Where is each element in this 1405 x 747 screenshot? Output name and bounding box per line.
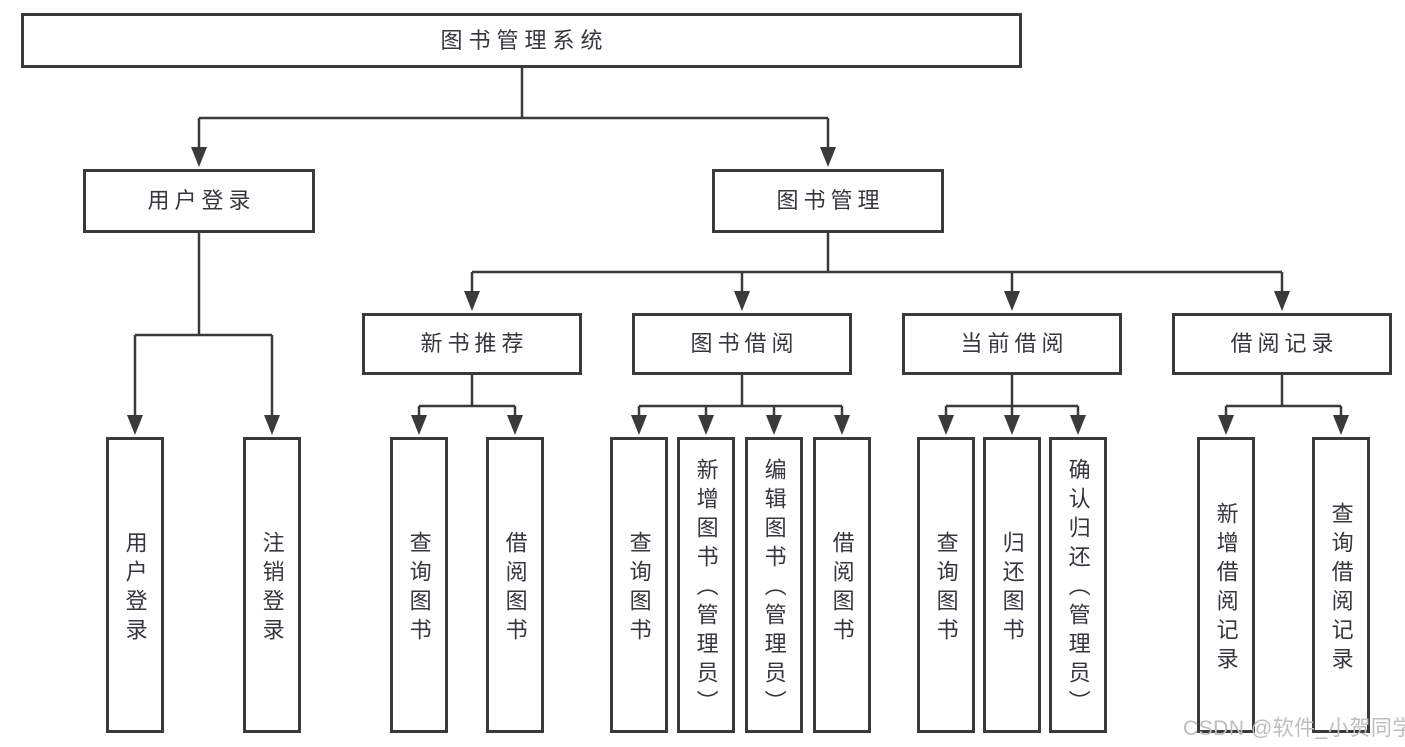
watermark: CSDN @软件_小贺同学 bbox=[1183, 717, 1405, 740]
leaf-query-borrow-record: 查询借阅记录 bbox=[1312, 437, 1370, 733]
leaf-add-book-admin: 新增图书（管理员） bbox=[677, 437, 735, 733]
leaf-query-books-current: 查询图书 bbox=[917, 437, 975, 733]
node-book-management: 图书管理 bbox=[712, 169, 944, 233]
node-new-book-recommend: 新书推荐 bbox=[362, 313, 582, 375]
leaf-return-book: 归还图书 bbox=[983, 437, 1041, 733]
node-book-borrowing: 图书借阅 bbox=[632, 313, 852, 375]
leaf-user-login: 用户登录 bbox=[106, 437, 164, 733]
node-user-login: 用户登录 bbox=[83, 169, 315, 233]
leaf-borrow-books: 借阅图书 bbox=[813, 437, 871, 733]
node-root-system: 图书管理系统 bbox=[21, 13, 1022, 68]
leaf-query-books-recommend: 查询图书 bbox=[390, 437, 448, 733]
leaf-edit-book-admin: 编辑图书（管理员） bbox=[745, 437, 803, 733]
leaf-add-borrow-record: 新增借阅记录 bbox=[1197, 437, 1255, 733]
node-borrowing-records: 借阅记录 bbox=[1172, 313, 1392, 375]
leaf-query-books-borrow: 查询图书 bbox=[610, 437, 668, 733]
node-current-borrowing: 当前借阅 bbox=[902, 313, 1122, 375]
leaf-confirm-return-admin: 确认归还（管理员） bbox=[1049, 437, 1107, 733]
leaf-logout: 注销登录 bbox=[243, 437, 301, 733]
leaf-borrow-books-recommend: 借阅图书 bbox=[486, 437, 544, 733]
